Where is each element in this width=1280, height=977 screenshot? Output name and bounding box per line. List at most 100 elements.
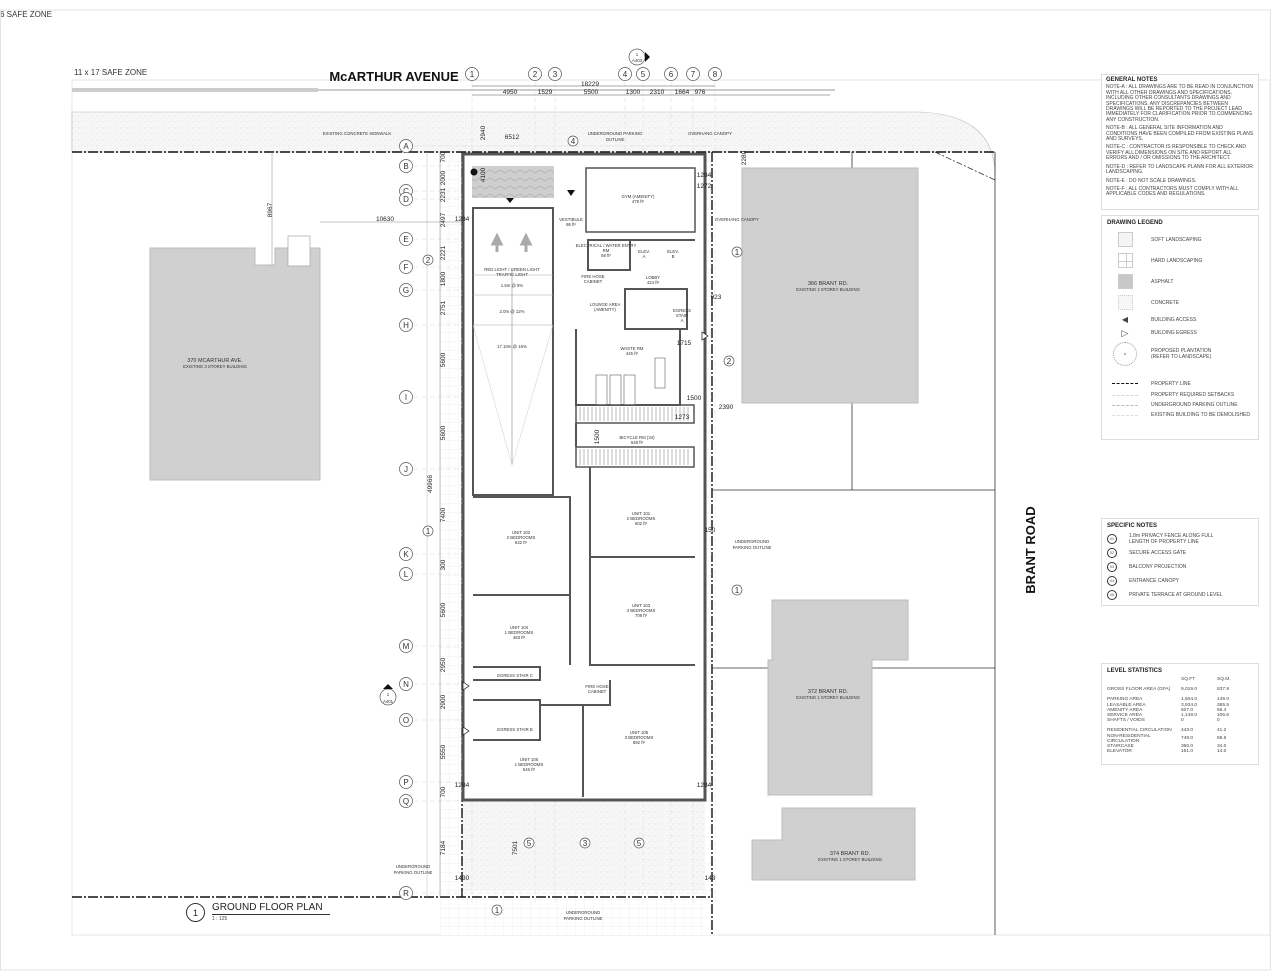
grid-line-label-bubble <box>664 67 678 81</box>
grid-line-label: 7 <box>691 70 696 79</box>
annotation-label: A <box>681 318 684 323</box>
annotation-label: B <box>672 254 675 259</box>
dimension-label: 150 <box>705 527 716 534</box>
annotation-label: 2.0m @ 12% <box>500 309 525 314</box>
annotation-label: FIRE HOSE <box>585 684 608 689</box>
room-type: 3 BEDROOMS <box>625 735 654 740</box>
room-name: GYM (AMENITY) <box>622 194 656 199</box>
note-b: NOTE-B : ALL GENERAL SITE INFORMATION AN… <box>1106 125 1254 143</box>
room-area: 548 ft² <box>631 440 644 445</box>
note-a: NOTE-A : ALL DRAWINGS ARE TO BE READ IN … <box>1106 84 1253 123</box>
dimension-segment: 1664 <box>675 89 690 96</box>
stats-sqft: 1,604.0 <box>1181 697 1198 703</box>
callout-bubble <box>422 525 434 537</box>
grid-row-label: G <box>403 286 409 295</box>
neighbor-address: 372 BRANT RD. <box>808 689 849 695</box>
section-marker-number: 1 <box>636 52 639 57</box>
dimension-segment: 1529 <box>538 89 553 96</box>
dimension-label: 1284 <box>455 782 470 789</box>
grid-row-label: O <box>403 716 409 725</box>
concrete-swatch <box>1117 295 1133 310</box>
dimension-label: 2940 <box>480 125 487 140</box>
grid-line-label: 4 <box>623 70 628 79</box>
room-area: 546 ft² <box>523 767 536 772</box>
building-egress-icon <box>701 331 709 341</box>
grid-row-label: M <box>403 642 410 651</box>
dimension-label: 2280 <box>741 150 748 165</box>
grid-line-label-bubble <box>686 67 700 81</box>
annotation-label: A <box>643 254 646 259</box>
dimension-row-segment: 300 <box>440 559 447 570</box>
stats-sqm: 106.6 <box>1217 713 1230 719</box>
callout: 1 <box>735 586 740 595</box>
dimension-label: 7501 <box>512 840 519 855</box>
annotation-label: PARKING OUTLINE <box>564 916 603 921</box>
dimension-label: 1715 <box>677 340 692 347</box>
plantation-icon: o <box>1113 342 1137 366</box>
annotation-label: 17.10m @ 16% <box>497 344 527 349</box>
legend-item: EXISTING BUILDING TO BE DEMOLISHED <box>1107 410 1253 420</box>
dimension-segment: 1300 <box>626 89 641 96</box>
room-name: WASTE RM <box>621 346 644 351</box>
dimension-segment: 2310 <box>650 89 665 96</box>
stats-sqft: 9,019.0 <box>1181 687 1198 693</box>
legend-item: PROPERTY LINE <box>1107 377 1253 390</box>
grid-row-label-bubble <box>399 159 413 173</box>
building-access-icon <box>506 198 514 203</box>
dimension-label: 143 <box>705 875 716 882</box>
annotation-label: PARKING OUTLINE <box>733 545 772 550</box>
grid-row-label: Q <box>403 797 409 806</box>
room-area: 709 ft² <box>635 613 648 618</box>
demolish-line-swatch <box>1112 414 1138 416</box>
grid-row-label: J <box>404 465 408 474</box>
grid-row-label-bubble <box>399 677 413 691</box>
stats-column-sqft: SQ.FT <box>1181 677 1196 682</box>
callout-bubble <box>523 837 535 849</box>
dimension-row-segment: 2231 <box>440 187 447 202</box>
stats-label: LEASABLE AREA <box>1107 702 1146 708</box>
room-name: BICYCLE RM (34) <box>619 435 655 440</box>
callout: 2 <box>727 357 732 366</box>
stats-label: ELEVATOR <box>1107 749 1132 755</box>
elevation-marker-sheet: A401 <box>383 699 394 704</box>
dimension-row-segment: 1800 <box>440 271 447 286</box>
building-egress-icon: ▷ <box>1121 327 1129 338</box>
callout-bubble <box>731 584 743 596</box>
legend-item: UNDERGROUND PARKING OUTLINE <box>1107 400 1253 410</box>
room-type: 1 BEDROOMS <box>505 630 534 635</box>
grid-row-label: C <box>403 187 409 196</box>
callout-bubble <box>567 135 579 147</box>
annotation-label: EGRESS STAIR C <box>497 673 533 678</box>
building-access-icon <box>567 190 575 196</box>
setback-line-swatch <box>1112 394 1138 396</box>
level-statistics-title: LEVEL STATISTICS <box>1107 668 1163 674</box>
annotation-label: OVERHANG CANOPY <box>715 217 759 222</box>
room-area: 479 ft² <box>632 199 645 204</box>
soft-landscaping-swatch <box>1117 232 1133 247</box>
stats-sqft: 366.0 <box>1181 744 1194 750</box>
stats-sqft: 443.0 <box>1181 728 1194 734</box>
property-line-swatch <box>1112 383 1138 384</box>
grid-line-label-bubble <box>708 67 722 81</box>
building-footprint <box>461 152 707 802</box>
safe-zone-inner-label: 11 x 17 SAFE ZONE <box>74 68 148 77</box>
room-area: 424 ft² <box>647 280 660 285</box>
dimension-label: 6512 <box>505 134 520 141</box>
neighbor-building-370-mcarthur <box>149 247 321 481</box>
annotation-label: CABINET <box>584 279 603 284</box>
legend-item: ◀BUILDING ACCESS <box>1107 313 1253 326</box>
stats-column-sqm: SQ.M. <box>1217 677 1231 682</box>
callout-bubble <box>422 254 434 266</box>
room-type: 1 BEDROOMS <box>515 762 544 767</box>
dimension-label: 10630 <box>376 216 394 223</box>
elevation-marker-number: 1 <box>387 692 390 697</box>
dimension-label: 1284 <box>697 172 712 179</box>
neighbor-address: 374 BRANT RD. <box>830 851 871 857</box>
grid-row-label: L <box>404 570 409 579</box>
dimension-row-segment: 700 <box>440 151 447 162</box>
